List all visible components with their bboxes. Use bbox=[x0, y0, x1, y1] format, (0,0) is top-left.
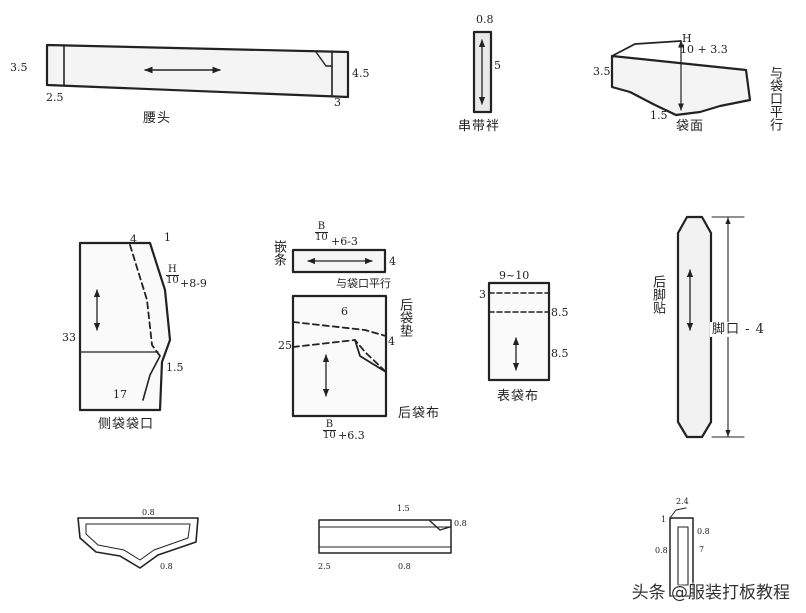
shape-b-top: 1.5 bbox=[397, 504, 410, 513]
side-pocket-top1: 4 bbox=[130, 233, 137, 246]
face-pocket-cloth-caption: 表袋布 bbox=[497, 389, 540, 404]
piping-formula-den: 10 bbox=[315, 232, 328, 243]
back-pocket-four: 4 bbox=[388, 335, 395, 348]
belt-loop-caption: 串带袢 bbox=[458, 119, 501, 134]
piping-note: 与袋口平行 bbox=[336, 277, 391, 290]
back-pocket-pad-label: 后袋垫 bbox=[397, 298, 412, 337]
pocket-face-formula-top: H bbox=[682, 32, 692, 45]
back-hem-dim: 脚口 - 4 bbox=[710, 322, 767, 337]
shape-c-r2: 7 bbox=[699, 545, 705, 554]
piping-right: 4 bbox=[389, 255, 396, 268]
face-pocket-cloth-r2: 8.5 bbox=[551, 347, 569, 360]
watermark: 头条 @服装打板教程 bbox=[631, 583, 790, 603]
bottom-shape-a bbox=[77, 517, 199, 569]
face-pocket-cloth-r1: 8.5 bbox=[551, 306, 569, 319]
piping-label: 嵌条 bbox=[271, 240, 286, 266]
side-pocket-formula-num: H bbox=[166, 264, 179, 276]
pocket-face-formula-rest: 10 + 3.3 bbox=[680, 43, 728, 56]
pocket-face-bottom: 1.5 bbox=[650, 109, 668, 122]
shape-a-top: 0.8 bbox=[142, 508, 155, 517]
bottom-shape-c bbox=[669, 507, 694, 597]
back-pocket-cloth-label: 后袋布 bbox=[398, 406, 441, 421]
pocket-face-left: 3.5 bbox=[593, 65, 611, 78]
shape-c-top: 2.4 bbox=[676, 497, 689, 506]
pocket-face-caption: 袋面 bbox=[676, 119, 705, 134]
shape-c-r1: 0.8 bbox=[697, 527, 710, 536]
waistband-piece bbox=[45, 43, 350, 99]
shape-a-bottom: 0.8 bbox=[160, 562, 173, 571]
waistband-caption: 腰头 bbox=[143, 111, 172, 126]
side-pocket-piece bbox=[78, 241, 172, 412]
belt-loop-length: 5 bbox=[494, 59, 501, 72]
shape-b-right: 0.8 bbox=[454, 519, 467, 528]
back-pocket-piece bbox=[291, 294, 388, 418]
back-pocket-formula-num: B bbox=[323, 420, 336, 431]
belt-loop-top: 0.8 bbox=[476, 13, 494, 26]
bottom-shape-b bbox=[318, 519, 452, 554]
belt-loop-piece bbox=[472, 30, 493, 114]
piping-formula: B 10 bbox=[315, 222, 328, 243]
waistband-bottom-left: 2.5 bbox=[46, 91, 64, 104]
shape-c-left: 1 bbox=[661, 515, 667, 524]
back-pocket-twentyfive: 25 bbox=[278, 339, 292, 352]
back-pocket-six: 6 bbox=[341, 305, 348, 318]
side-pocket-formula: H 10 bbox=[166, 265, 179, 286]
waistband-left-width: 3.5 bbox=[10, 61, 28, 74]
side-pocket-top2: 1 bbox=[164, 231, 171, 244]
back-pocket-formula: B 10 bbox=[323, 420, 336, 441]
side-pocket-formula-den: 10 bbox=[166, 275, 179, 286]
shape-b-left: 2.5 bbox=[318, 562, 331, 571]
piping-formula-rest: +6-3 bbox=[331, 235, 358, 248]
shape-b-bottom: 0.8 bbox=[398, 562, 411, 571]
piping-strip bbox=[291, 248, 387, 274]
face-pocket-cloth-top: 9~10 bbox=[499, 269, 530, 282]
side-pocket-formula-rest: +8-9 bbox=[180, 277, 207, 290]
pocket-face-note: 与袋口平行 bbox=[767, 66, 782, 131]
side-pocket-length: 33 bbox=[62, 331, 76, 344]
back-hem-facing-piece bbox=[676, 215, 745, 439]
waistband-right-width: 4.5 bbox=[352, 67, 370, 80]
pocket-face-piece bbox=[610, 40, 752, 117]
side-pocket-bottom: 17 bbox=[113, 388, 127, 401]
side-pocket-caption: 侧袋袋口 bbox=[98, 417, 155, 432]
piping-formula-num: B bbox=[315, 222, 328, 233]
face-pocket-cloth-piece bbox=[487, 281, 551, 382]
shape-c-l2: 0.8 bbox=[655, 546, 668, 555]
back-pocket-formula-rest: +6.3 bbox=[338, 429, 365, 442]
back-pocket-formula-den: 10 bbox=[323, 430, 336, 441]
waistband-bottom-right: 3 bbox=[334, 96, 341, 109]
back-hem-label: 后脚贴 bbox=[650, 275, 665, 314]
face-pocket-cloth-left: 3 bbox=[479, 288, 486, 301]
side-pocket-low: 1.5 bbox=[166, 361, 184, 374]
